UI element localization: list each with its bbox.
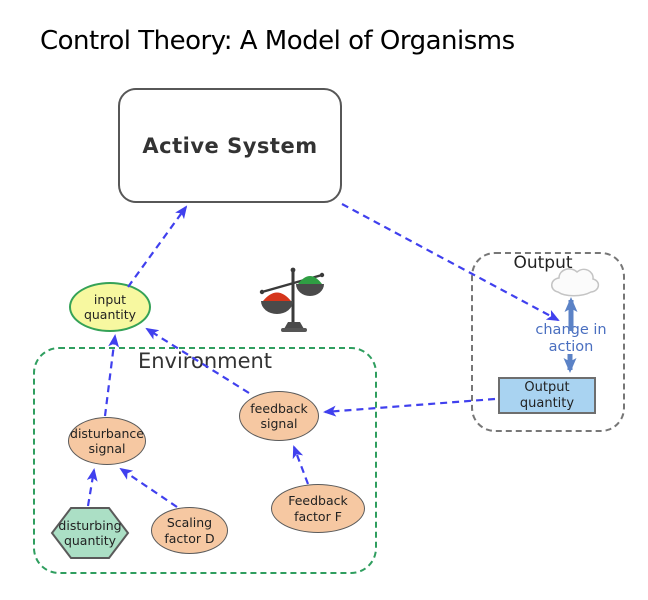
scaling-factor-d-node: Scaling factor D — [151, 507, 228, 554]
input-quantity-node: input quantity — [69, 282, 151, 332]
feedback-signal-node: feedback signal — [239, 391, 319, 441]
environment-label: Environment — [137, 349, 273, 373]
page-title: Control Theory: A Model of Organisms — [40, 26, 515, 56]
active-system-label: Active System — [142, 133, 318, 158]
change-in-action-label: change in action — [535, 322, 607, 355]
feedback-factor-f-node: Feedback factor F — [271, 484, 365, 533]
output-quantity-node: Output quantity — [498, 377, 596, 414]
active-system-box: Active System — [118, 88, 342, 203]
balance-scale-icon — [259, 267, 325, 332]
arrow-input-to-active-system — [127, 205, 188, 288]
disturbing-quantity-label: disturbing quantity — [58, 517, 122, 548]
output-region-label: Output — [513, 253, 573, 273]
disturbance-signal-node: disturbance signal — [68, 417, 146, 465]
